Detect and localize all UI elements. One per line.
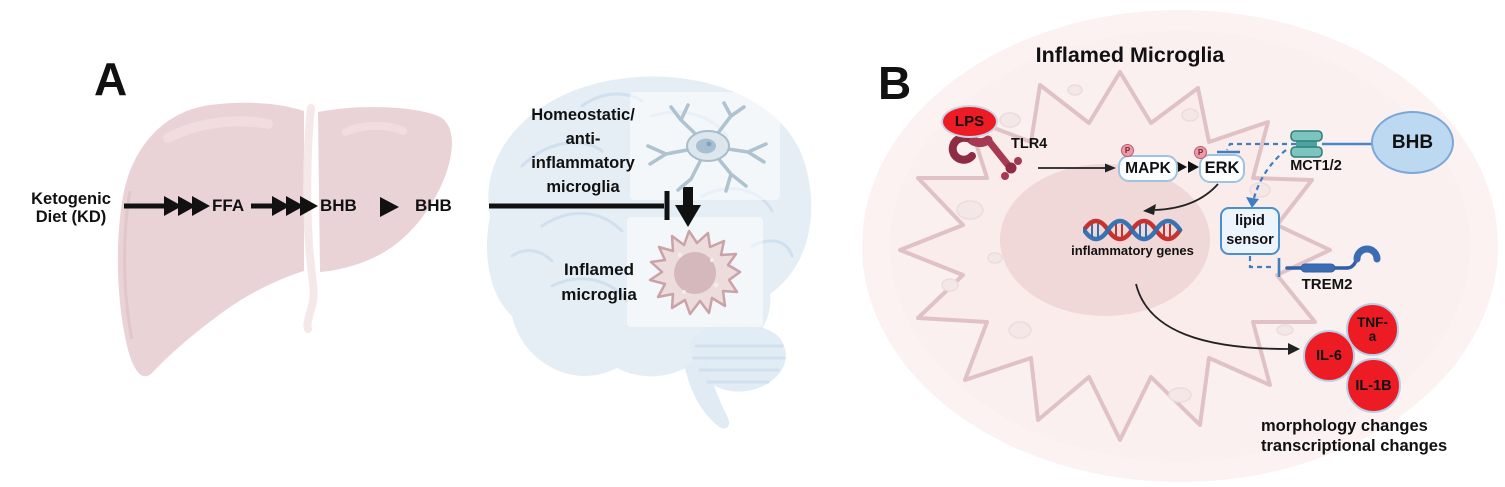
microglia-transition-arrow [675,187,701,227]
tlr4-label: TLR4 [1011,136,1048,152]
bhb-export-triangle [380,197,399,217]
lipid-sensor-arrowhead [1246,197,1259,208]
tlr4-to-mapk-arrow [1038,163,1116,173]
inflamed-microglia-label: Inflamed microglia [561,260,637,304]
erk-label: ERK [1204,159,1240,177]
changes-caption: morphology changes transcriptional chang… [1261,417,1448,455]
mct12-transporter-icon [1290,130,1323,158]
bhb-inhibition-line [489,191,670,220]
homeostatic-microglia-label: Homeostatic/ anti- inflammatory microgli… [531,106,635,196]
lps-node: LPS [941,105,998,138]
bhb-label: BHB [1391,131,1434,153]
ffa-to-bhb-arrow [251,196,318,216]
panel-a-label: A [94,53,128,105]
il1b-cytokine: IL-1B [1346,358,1401,413]
mapk-label: MAPK [1125,159,1171,177]
mapk-phosphate-badge: P [1121,144,1134,157]
lipid-sensor-node: lipid sensor [1220,207,1280,255]
ffa-label: FFA [212,196,245,215]
panel-b-label: B [878,57,912,109]
kd-to-ffa-arrow [124,196,210,216]
trem2-label: TREM2 [1301,276,1353,293]
erk-to-genes-arrow [1143,183,1219,215]
bhb-node: BHB [1371,111,1454,174]
liver-ligament [303,104,318,333]
panel-b-title: Inflamed Microglia [1035,43,1225,67]
inflamed-microglia-icon [648,229,742,316]
homeostatic-microglia-icon [646,101,768,193]
il6-cytokine: IL-6 [1303,330,1355,382]
liver-right-lobe [318,107,452,272]
inhibition-caps [1217,150,1281,277]
tnfa-cytokine: TNF- a [1346,303,1399,356]
erk-phosphate-badge: P [1194,146,1207,159]
erk-node: ERK [1199,154,1245,183]
mapk-node: MAPK [1118,155,1178,182]
trem2-receptor-icon [1285,245,1381,273]
mapk-to-erk-arrows [1176,161,1199,173]
liver-illustration [117,102,452,377]
bhb-liver-label: BHB [320,196,357,215]
bhb-signal-dashed-lines [1226,142,1296,269]
cell-nucleus [1000,164,1210,316]
mct12-label: MCT1/2 [1290,158,1342,174]
liver-left-lobe [117,102,304,377]
ketogenic-diet-label: Ketogenic Diet (KD) [31,190,111,226]
lps-label: LPS [954,113,985,130]
inflammatory-genes-label: inflammatory genes [1071,243,1194,258]
cell-vesicles [941,84,1294,403]
bhb-blood-label: BHB [415,196,452,215]
dna-helix-icon [1083,218,1183,242]
genes-to-cytokines-arrow [1135,283,1300,355]
